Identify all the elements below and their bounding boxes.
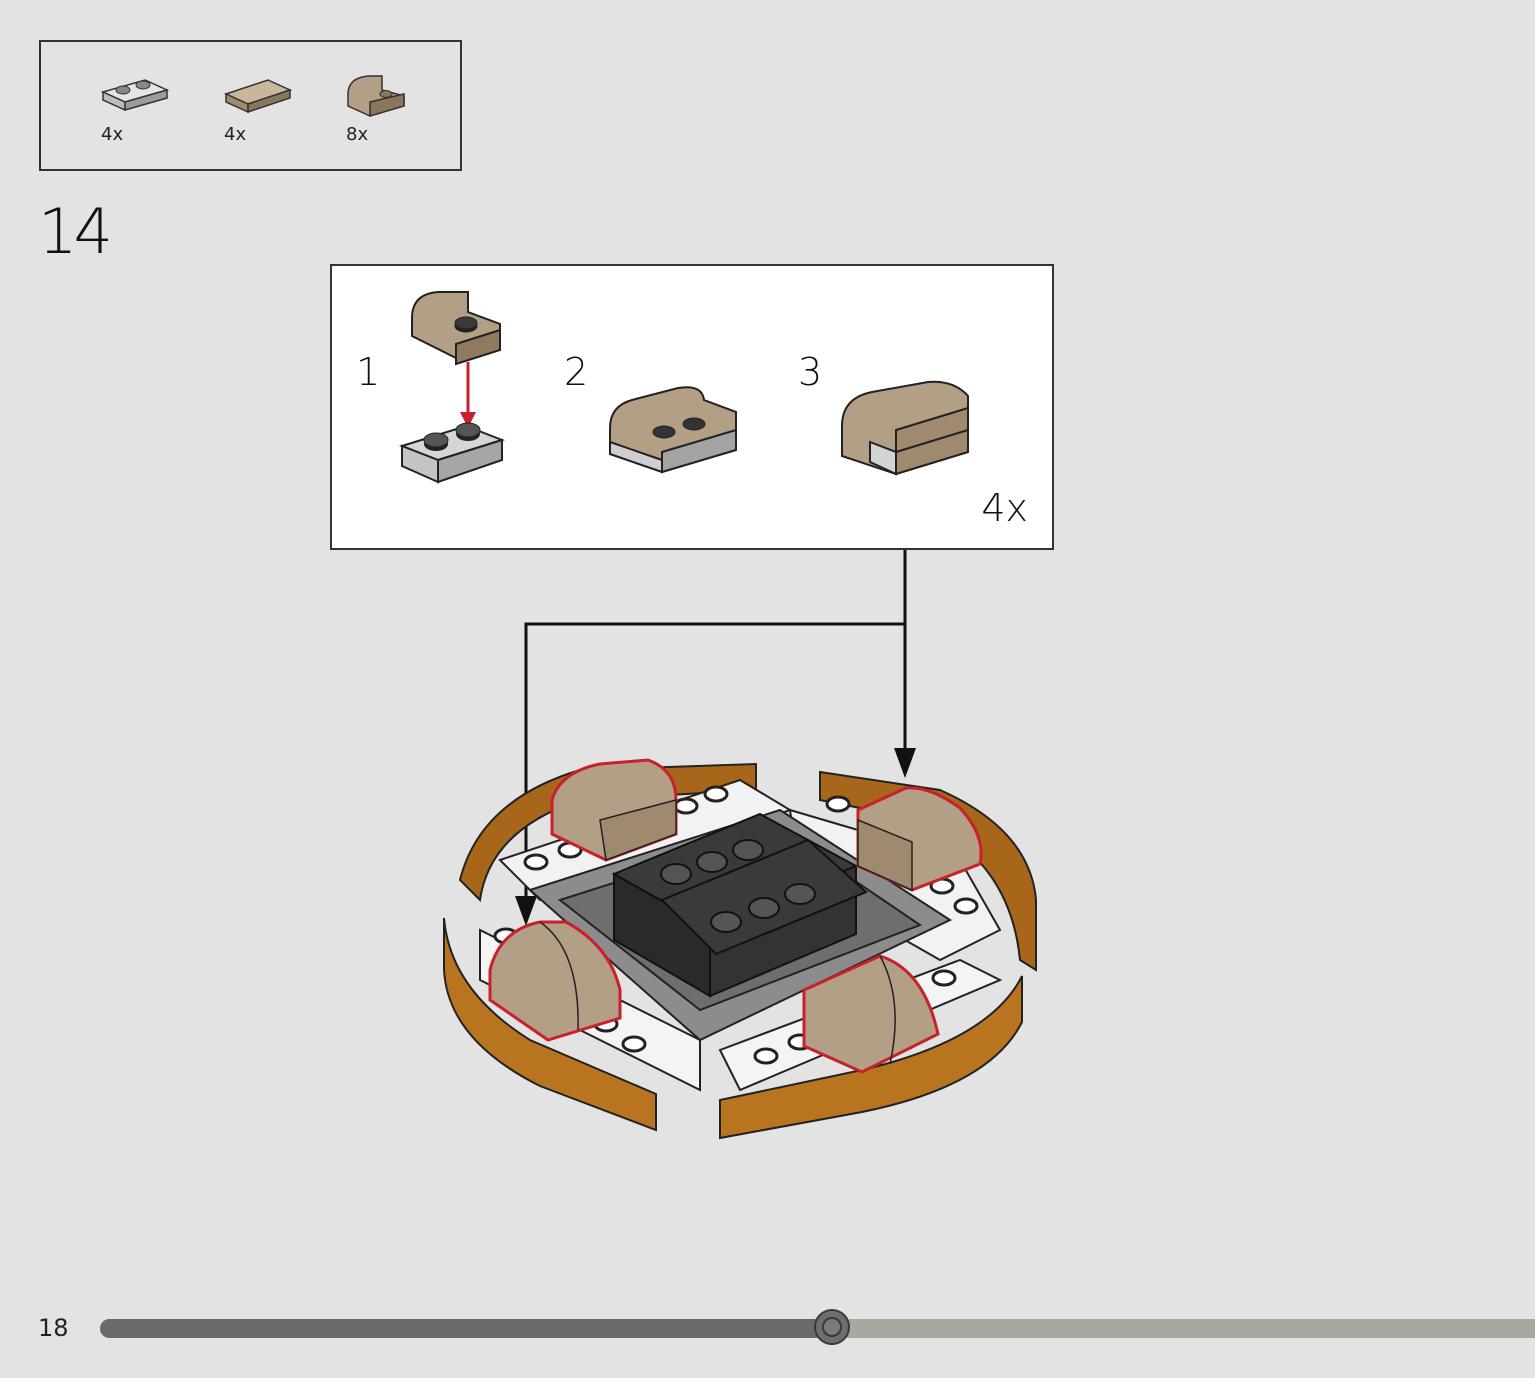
arrow-head-icon: [460, 412, 476, 428]
arrow-head-icon: [515, 896, 537, 926]
parts-list-box: 4x 4x 8x: [39, 40, 462, 171]
progress-handle[interactable]: [814, 1309, 850, 1345]
arrow-head-icon: [894, 748, 916, 778]
part-grey-plate: 4x: [101, 72, 181, 152]
tan-tile-icon: [224, 79, 293, 114]
part-tan-curved-slope: 8x: [346, 72, 426, 152]
progress-bar[interactable]: [100, 1309, 1535, 1345]
substep-two-model: [609, 386, 737, 474]
main-model-illustration: [443, 550, 1037, 1140]
tan-subassembly-highlight: [488, 920, 622, 1042]
grey-plate-icon: [101, 79, 170, 112]
subassembly-multiplier: 4x: [981, 486, 1028, 530]
curved-slope-brick: [411, 291, 501, 366]
part-quantity: 4x: [224, 124, 247, 145]
grey-plate-brick: [398, 422, 506, 484]
wooden-base-rim: [443, 762, 1037, 1140]
subassembly-callout: 1 2 3 4x: [330, 264, 1054, 550]
substep-number: 2: [564, 350, 589, 394]
part-quantity: 4x: [101, 124, 124, 145]
substep-number: 1: [356, 350, 381, 394]
substep-number: 3: [798, 350, 823, 394]
tan-subassembly-highlight: [856, 786, 983, 892]
dark-grey-bricks: [611, 812, 868, 998]
step-number: 14: [38, 195, 113, 268]
tan-subassembly-highlight: [550, 758, 678, 862]
page-number: 18: [38, 1314, 69, 1342]
curved-slope-icon: [347, 75, 405, 117]
part-quantity: 8x: [346, 124, 369, 145]
subassembly-illustration: [398, 291, 969, 484]
tan-subassembly-highlight: [802, 954, 940, 1074]
progress-fill: [100, 1319, 832, 1338]
part-tan-tile: 4x: [224, 72, 304, 152]
substep-three-model: [841, 380, 969, 476]
